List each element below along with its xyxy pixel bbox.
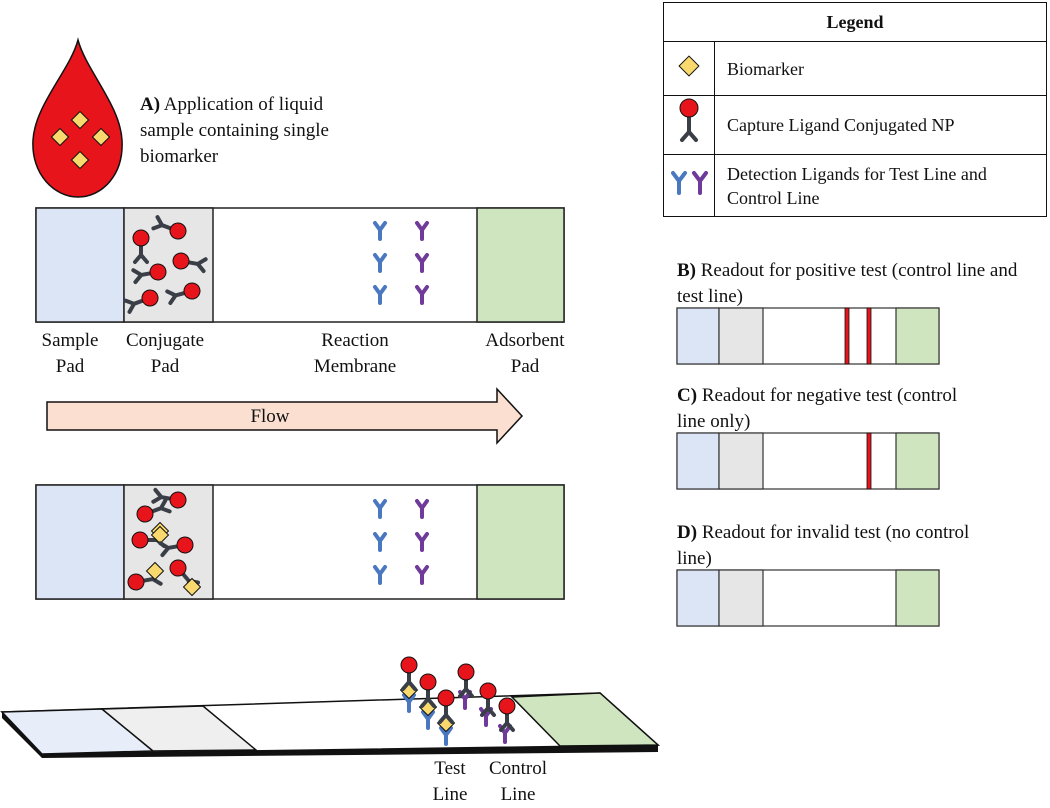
legend-detection-label: Detection Ligands for Test Line and Cont… (714, 154, 1047, 217)
legend-capture-label: Capture Ligand Conjugated NP (714, 95, 1047, 155)
sample-pad-label: Sample Pad (41, 330, 99, 377)
adsorbent-pad-label: Adsorbent Pad (485, 330, 565, 377)
drop-heading-text: Application of liquid sample containing … (140, 94, 329, 167)
readout-d-heading: D) Readout for invalid test (no control … (677, 522, 970, 569)
legend: Legend Biomarker Capture Ligand Conjugat… (663, 2, 1047, 217)
readout-strip-d (676, 569, 940, 627)
perspective-strip (0, 655, 660, 758)
flow-arrow (46, 387, 524, 445)
drop-heading-prefix: A) (140, 94, 161, 115)
drop-heading: A) Application of liquid sample containi… (140, 92, 370, 170)
legend-biomarker-label: Biomarker (714, 41, 1047, 96)
readout-c-heading: C) Readout for negative test (control li… (677, 385, 958, 432)
readout-b-heading: B) Readout for positive test (control li… (677, 260, 1018, 307)
strip-after (35, 484, 565, 600)
conjugate-pad-label: Conjugate Pad (125, 330, 205, 377)
sample-drop (32, 37, 123, 198)
readout-strip-c (676, 432, 940, 490)
sample-pad (35, 207, 125, 323)
control-line-mark (866, 307, 872, 365)
readout-strip-b (676, 307, 940, 365)
strip-before (35, 207, 565, 323)
flow-label: Flow (250, 406, 290, 427)
legend-title: Legend (663, 2, 1047, 42)
control-line-label: Control Line (488, 758, 548, 805)
control-line-mark (866, 432, 872, 490)
biomarker-diamond-icon (663, 41, 715, 96)
capture-ligand-np-icon (663, 95, 715, 155)
adsorbent-pad (476, 207, 565, 323)
test-line-label: Test Line (432, 758, 468, 805)
detection-ligands-icon (663, 154, 715, 217)
test-line-mark (844, 307, 850, 365)
reaction-membrane-label: Reaction Membrane (313, 330, 397, 377)
